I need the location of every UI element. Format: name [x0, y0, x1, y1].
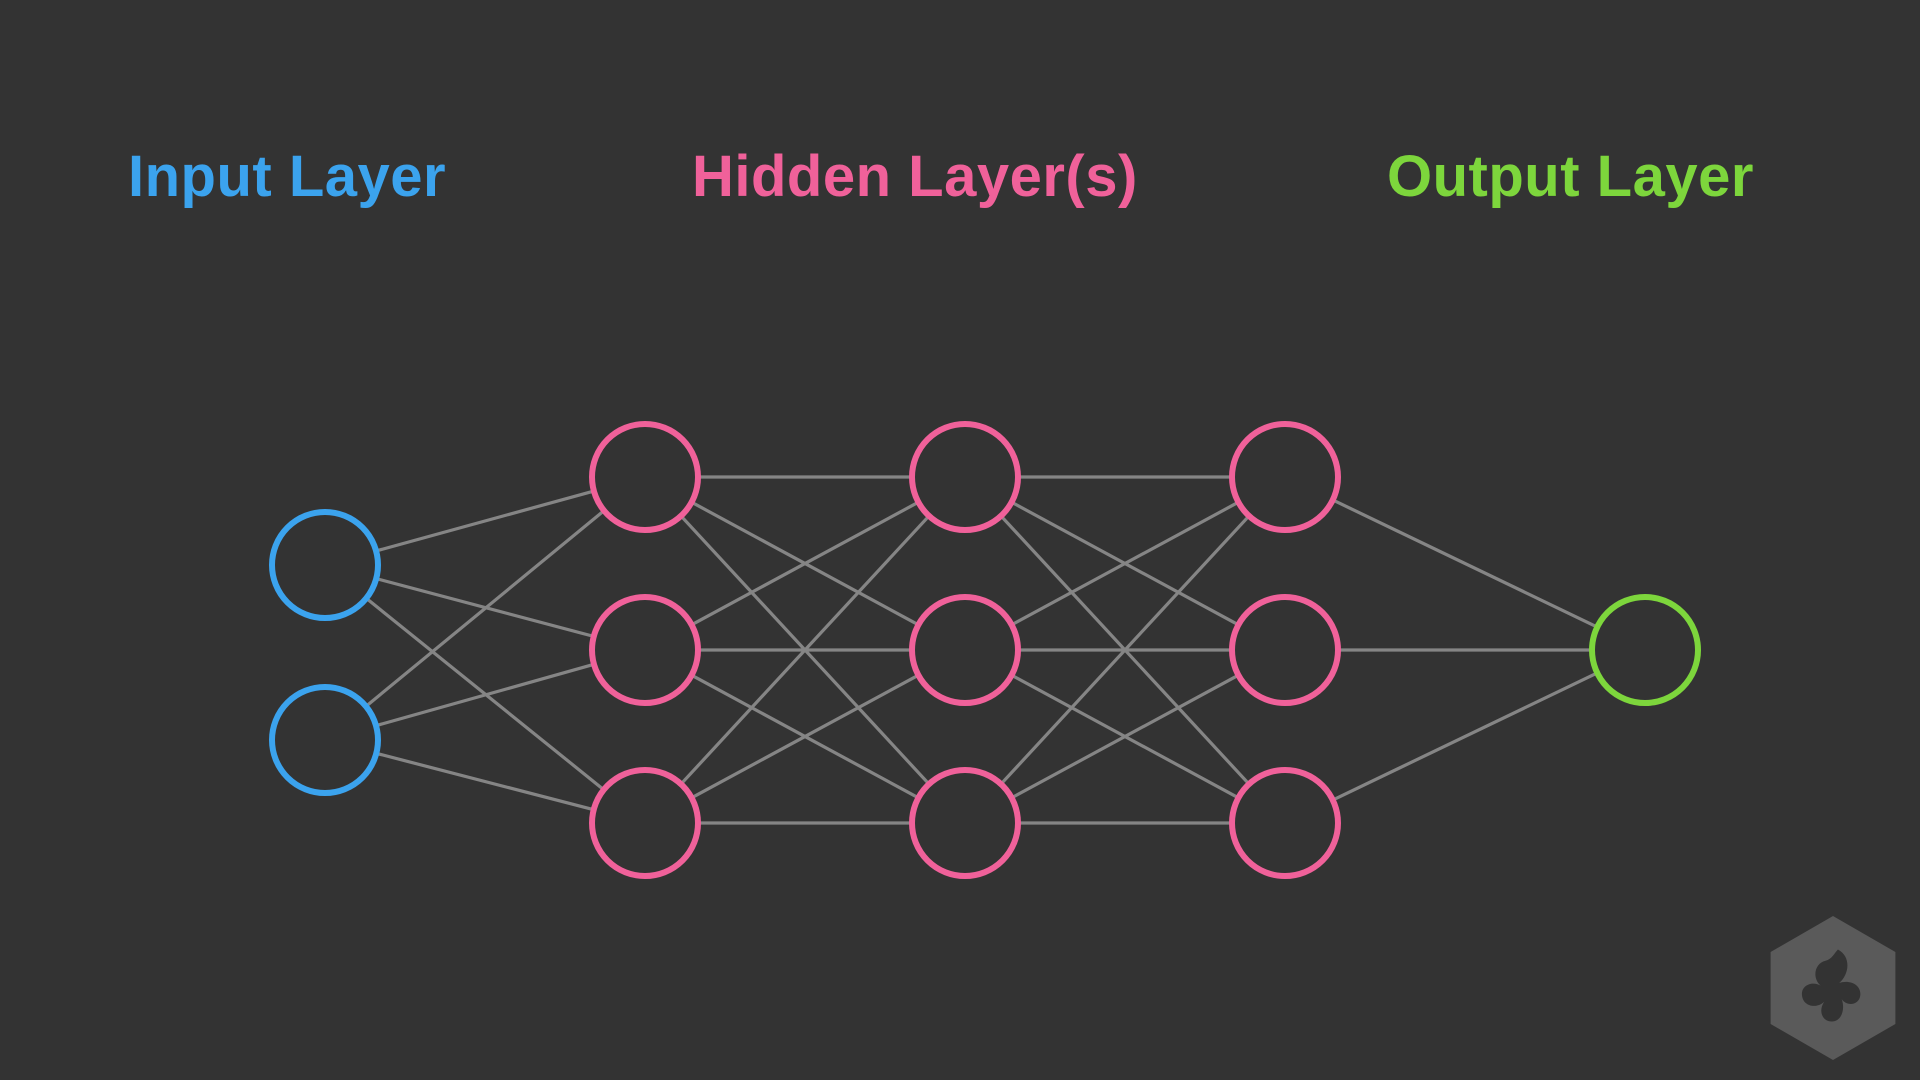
edge-hidden3-0-to-output-0 [1331, 498, 1599, 629]
node-input-2[interactable] [269, 684, 381, 796]
edge-input-1-to-hidden1-0 [364, 509, 606, 708]
node-hidden2-3[interactable] [909, 767, 1021, 879]
edge-input-1-to-hidden1-2 [374, 751, 596, 812]
edge-hidden2-2-to-hidden3-1 [1010, 673, 1240, 800]
edge-hidden2-1-to-hidden3-0 [1010, 500, 1240, 627]
layer-label-hidden: Hidden Layer(s) [692, 144, 1138, 209]
layer-label-input: Input Layer [128, 144, 447, 209]
node-hidden3-3[interactable] [1229, 767, 1341, 879]
watermark-splat-icon [1801, 949, 1861, 1022]
watermark-logo [1770, 916, 1896, 1060]
node-hidden3-1[interactable] [1229, 421, 1341, 533]
edge-input-1-to-hidden1-1 [374, 662, 596, 728]
node-hidden3-2[interactable] [1229, 594, 1341, 706]
edge-hidden2-2-to-hidden3-0 [999, 514, 1251, 786]
nodes-group [269, 421, 1701, 879]
node-hidden1-1[interactable] [589, 421, 701, 533]
node-output-1[interactable] [1589, 594, 1701, 706]
edge-hidden1-2-to-hidden2-1 [690, 673, 920, 800]
edge-input-0-to-hidden1-0 [374, 489, 596, 553]
node-input-1[interactable] [269, 509, 381, 621]
node-hidden2-2[interactable] [909, 594, 1021, 706]
node-hidden1-2[interactable] [589, 594, 701, 706]
edge-hidden3-2-to-output-0 [1331, 671, 1599, 802]
edge-hidden1-2-to-hidden2-0 [679, 514, 931, 786]
node-hidden1-3[interactable] [589, 767, 701, 879]
node-hidden2-1[interactable] [909, 421, 1021, 533]
edge-hidden1-1-to-hidden2-0 [690, 500, 920, 627]
edges-group [364, 475, 1599, 825]
layer-label-output: Output Layer [1387, 144, 1754, 209]
